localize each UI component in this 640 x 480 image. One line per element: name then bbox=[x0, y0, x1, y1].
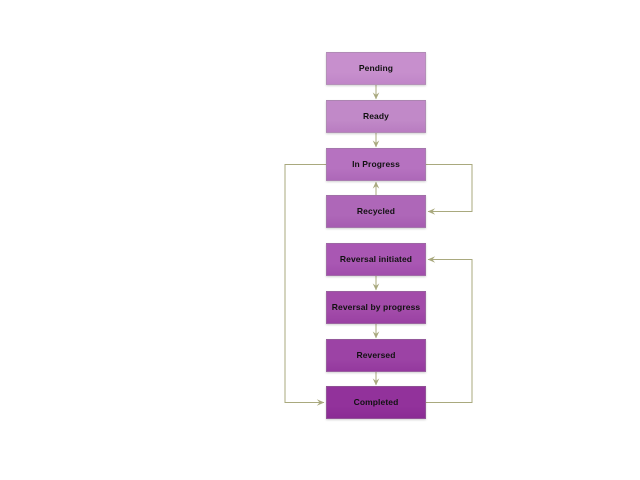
state-node-label: Recycled bbox=[356, 206, 396, 217]
state-node-reversal-initiated[interactable]: Reversal initiated bbox=[326, 243, 426, 276]
state-node-ready[interactable]: Ready bbox=[326, 100, 426, 133]
state-node-label: Ready bbox=[362, 111, 389, 122]
state-node-label: Completed bbox=[353, 397, 399, 408]
state-node-label: Reversal by progress bbox=[331, 302, 421, 313]
state-node-reversed[interactable]: Reversed bbox=[326, 339, 426, 372]
connector-completed-to-reversal-initiated bbox=[426, 256, 473, 403]
state-node-label: Reversed bbox=[356, 350, 396, 361]
state-node-reversal-by-progress[interactable]: Reversal by progress bbox=[326, 291, 426, 324]
state-node-label: In Progress bbox=[352, 159, 400, 170]
state-node-recycled[interactable]: Recycled bbox=[326, 195, 426, 228]
state-node-label: Reversal initiated bbox=[339, 254, 413, 265]
connector-in-progress-to-completed bbox=[284, 164, 326, 406]
connector-in-progress-to-recycled bbox=[426, 164, 473, 215]
state-node-completed[interactable]: Completed bbox=[326, 386, 426, 419]
state-node-pending[interactable]: Pending bbox=[326, 52, 426, 85]
state-node-label: Pending bbox=[358, 63, 394, 74]
state-node-in-progress[interactable]: In Progress bbox=[326, 148, 426, 181]
